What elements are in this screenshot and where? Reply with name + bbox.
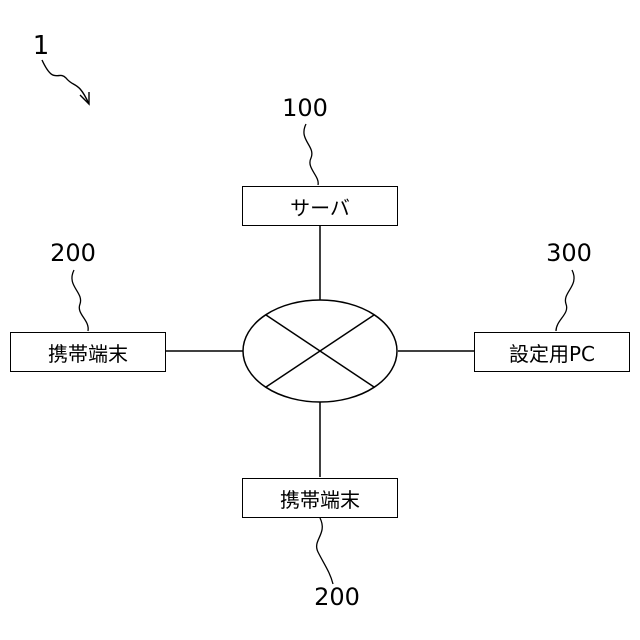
mobile-bottom-box: 携帯端末 [242, 478, 398, 518]
leader-mobile-bottom [317, 518, 333, 584]
ref-mobile-left: 200 [50, 241, 96, 265]
ref-settings-pc: 300 [546, 241, 592, 265]
ref-mobile-bottom: 200 [314, 585, 360, 609]
system-leader-arrowhead [80, 92, 89, 104]
mobile-left-box: 携帯端末 [10, 332, 166, 372]
system-label: 1 [33, 34, 50, 58]
leader-settings-pc [556, 270, 574, 331]
settings-pc-box: 設定用PC [474, 332, 630, 372]
leader-mobile-left [72, 270, 88, 331]
server-box: サーバ [242, 186, 398, 226]
ref-server: 100 [282, 96, 328, 120]
leader-server [304, 124, 318, 185]
